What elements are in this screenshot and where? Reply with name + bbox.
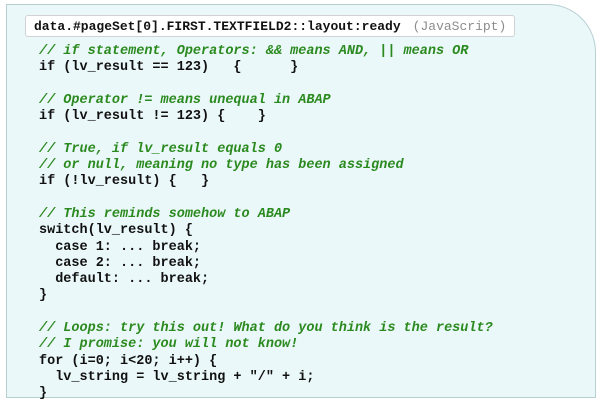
- code-comment-line: // I promise: you will not know!: [39, 337, 299, 353]
- code-line: if (!lv_result) { }: [39, 174, 210, 190]
- code-line: }: [39, 386, 48, 402]
- script-language: (JavaScript): [412, 18, 507, 34]
- code-line: default: ... break;: [39, 272, 210, 288]
- code-comment-line: // Operator != means unequal in ABAP: [39, 92, 331, 108]
- code-comment-line: // or null, meaning no type has been ass…: [39, 158, 404, 174]
- event-name: data.#pageSet[0].FIRST.TEXTFIELD2::layou…: [34, 18, 401, 34]
- code-blank-line: [39, 305, 493, 321]
- code-comment-line: // Loops: try this out! What do you thin…: [39, 321, 493, 337]
- code-comment-line: // This reminds somehow to ABAP: [39, 206, 291, 222]
- code-line: if (lv_result != 123) { }: [39, 109, 266, 125]
- event-header: data.#pageSet[0].FIRST.TEXTFIELD2::layou…: [25, 15, 516, 37]
- code-line: }: [39, 288, 48, 304]
- code-line: lv_string = lv_string + "/" + i;: [39, 369, 315, 385]
- code-line: case 2: ... break;: [39, 255, 202, 271]
- code-blank-line: [39, 77, 493, 93]
- code-comment-line: // True, if lv_result equals 0: [39, 141, 283, 157]
- code-blank-line: [39, 125, 493, 141]
- code-line: if (lv_result == 123) { }: [39, 60, 299, 76]
- code-block: // if statement, Operators: && means AND…: [39, 44, 493, 403]
- code-panel: data.#pageSet[0].FIRST.TEXTFIELD2::layou…: [6, 4, 596, 401]
- code-blank-line: [39, 191, 493, 207]
- code-line: case 1: ... break;: [39, 239, 202, 255]
- code-line: switch(lv_result) {: [39, 223, 193, 239]
- code-comment-line: // if statement, Operators: && means AND…: [39, 44, 469, 59]
- code-line: for (i=0; i<20; i++) {: [39, 353, 218, 369]
